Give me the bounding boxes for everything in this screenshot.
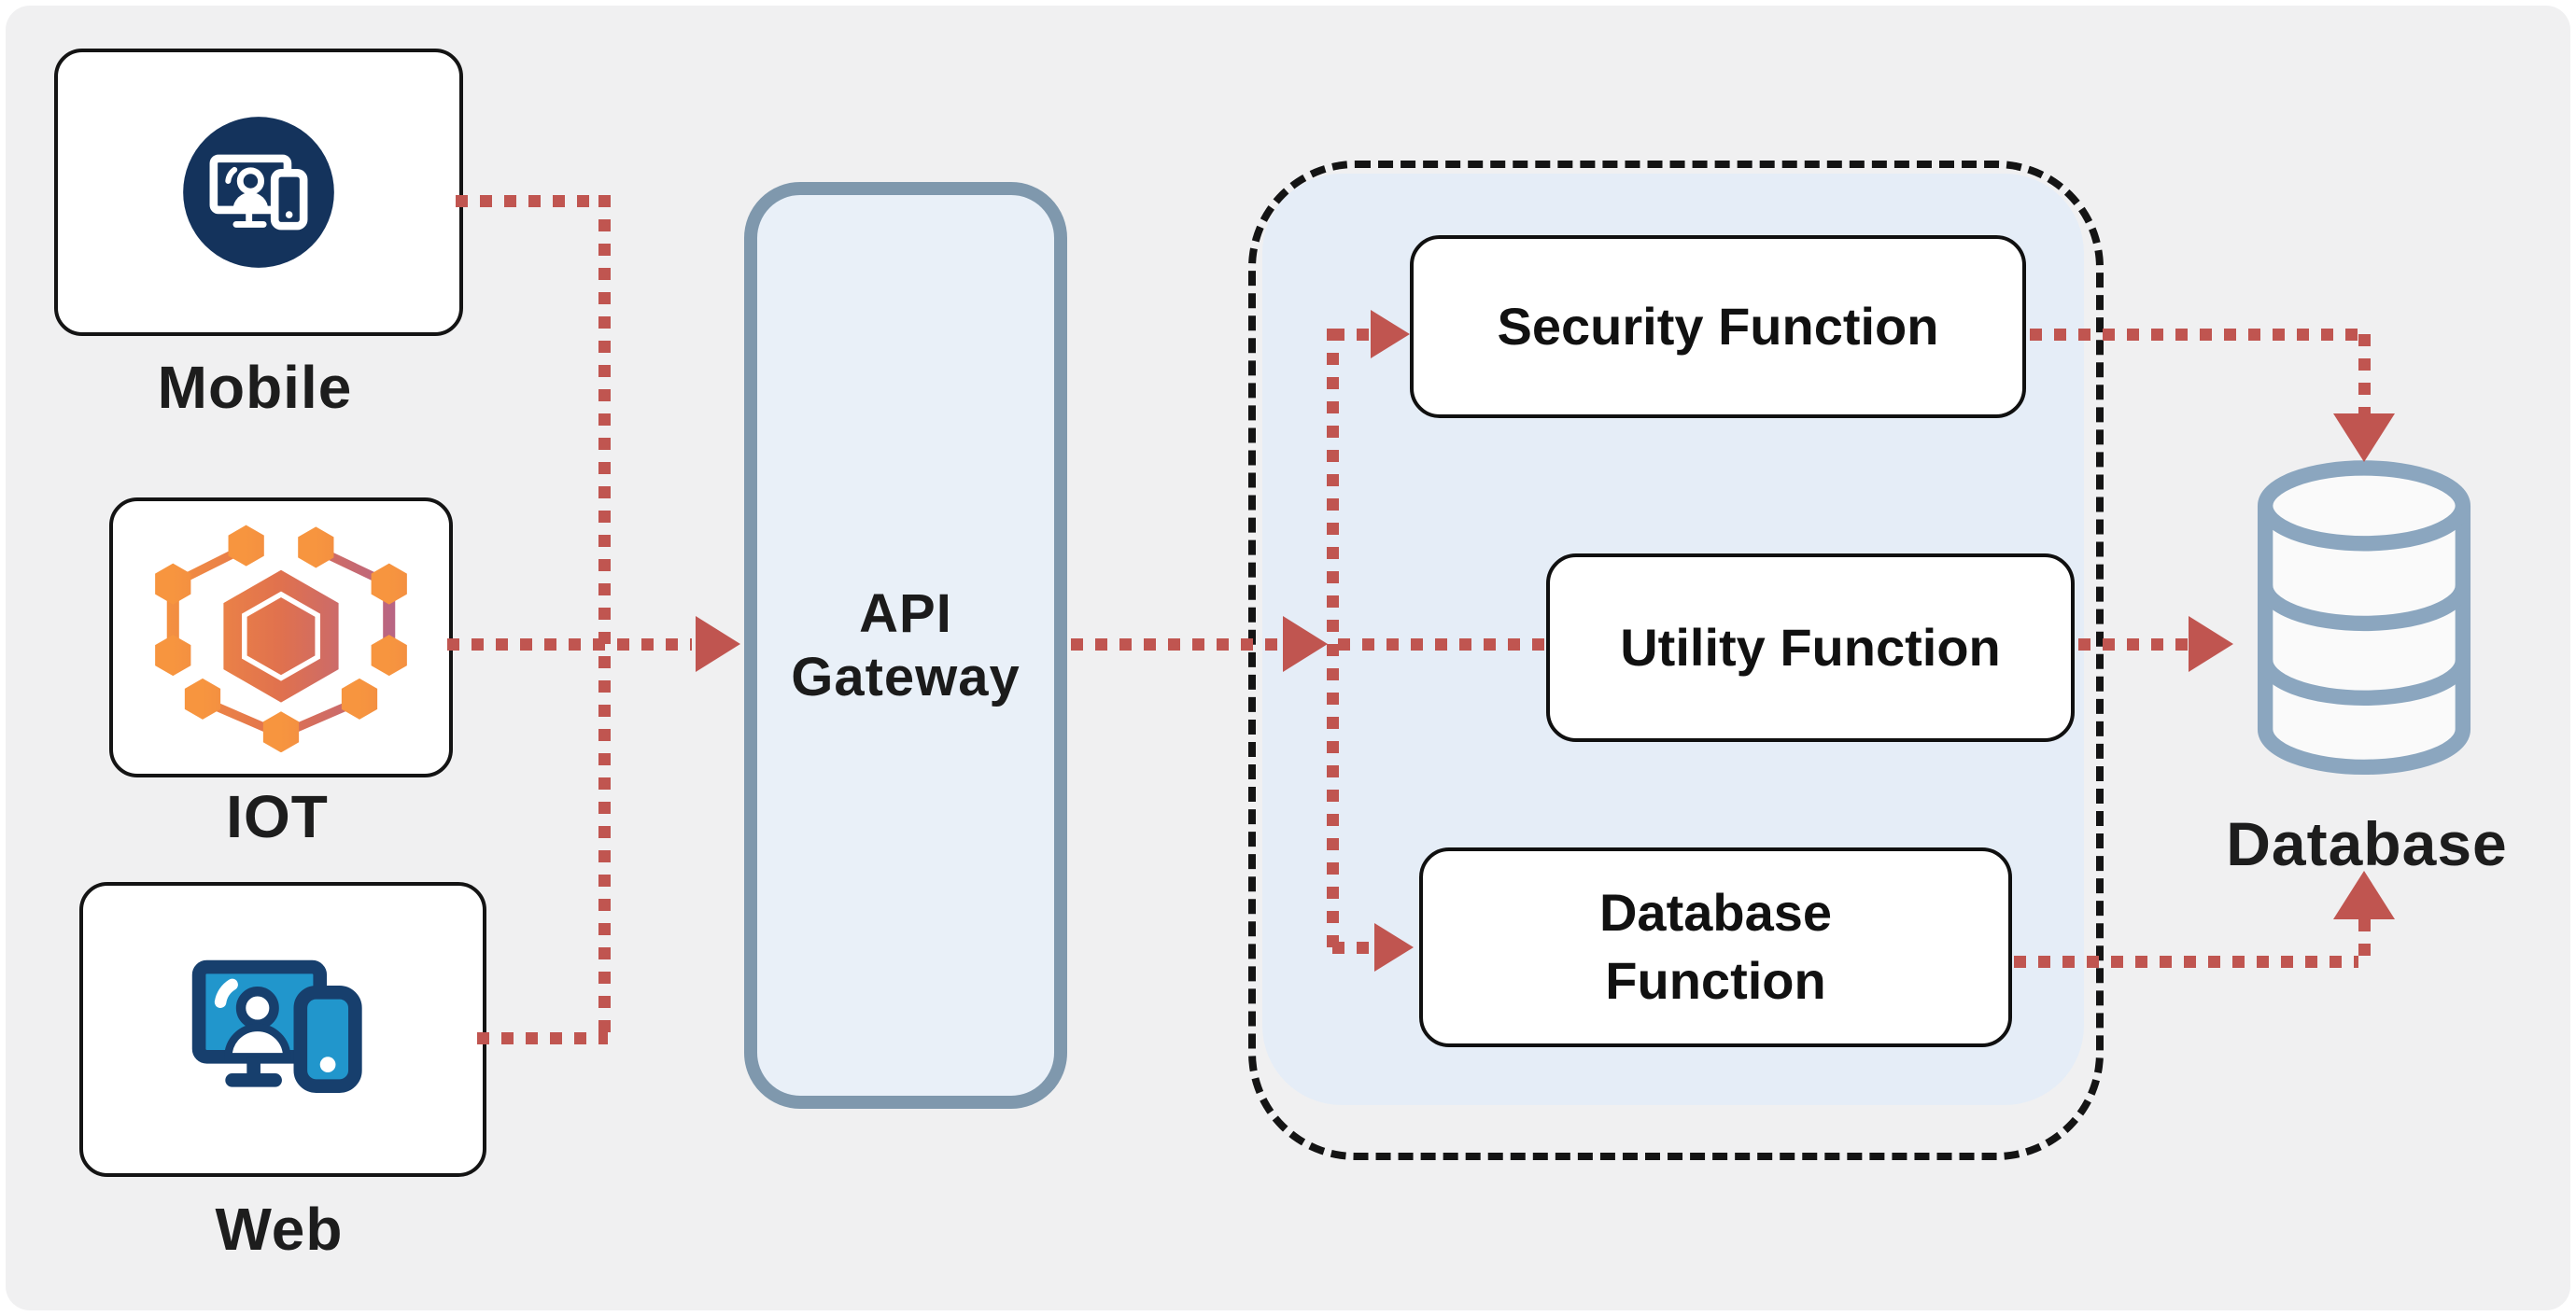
edge-web-to-merge xyxy=(477,1032,608,1044)
edge-branch-to-database-fn xyxy=(1332,942,1376,954)
arrowhead-into-database-fn xyxy=(1374,923,1414,972)
api-gateway-label: API Gateway xyxy=(791,582,1021,707)
security-function-label: Security Function xyxy=(1497,296,1939,356)
arrowhead-into-group xyxy=(1283,616,1328,672)
edge-security-out-h xyxy=(2030,329,2358,341)
node-web xyxy=(79,882,486,1177)
edge-database-fn-out-v xyxy=(2358,919,2371,962)
edge-merge-vertical xyxy=(598,195,611,1044)
arrowhead-into-security xyxy=(1371,310,1410,358)
edge-branch-to-utility xyxy=(1338,638,1548,651)
node-iot-label: IOT xyxy=(226,783,329,850)
node-security-function: Security Function xyxy=(1410,235,2026,418)
arrowhead-into-database-bottom xyxy=(2333,871,2395,919)
node-database-function: Database Function xyxy=(1419,847,2012,1047)
edge-branch-to-security xyxy=(1332,329,1374,341)
node-iot xyxy=(109,497,453,777)
node-web-label: Web xyxy=(215,1196,344,1263)
edge-mobile-to-merge xyxy=(456,195,607,207)
web-devices-icon xyxy=(176,931,390,1127)
iot-hexagon-network-icon xyxy=(150,524,412,752)
arrowhead-into-database-top xyxy=(2333,413,2395,462)
edge-security-out-v xyxy=(2358,334,2371,416)
edge-database-fn-out-h xyxy=(2014,956,2358,968)
node-api-gateway: API Gateway xyxy=(744,182,1067,1109)
database-label: Database xyxy=(2226,809,2508,878)
function-group-dashed-border xyxy=(1248,161,2104,1160)
utility-function-label: Utility Function xyxy=(1620,617,2001,677)
node-utility-function: Utility Function xyxy=(1546,553,2075,742)
edge-utility-out xyxy=(2078,638,2189,651)
edge-branch-vertical xyxy=(1327,329,1339,950)
node-mobile-label: Mobile xyxy=(157,354,353,421)
arrowhead-into-database-left xyxy=(2189,616,2233,672)
arrowhead-into-gateway xyxy=(696,616,740,672)
edge-iot-to-gateway xyxy=(447,638,692,651)
node-mobile xyxy=(54,49,463,336)
edge-gateway-out xyxy=(1071,638,1283,651)
mobile-devices-icon xyxy=(178,112,339,273)
database-function-label: Database Function xyxy=(1598,883,1833,1010)
database-cylinder-icon xyxy=(2243,455,2485,788)
